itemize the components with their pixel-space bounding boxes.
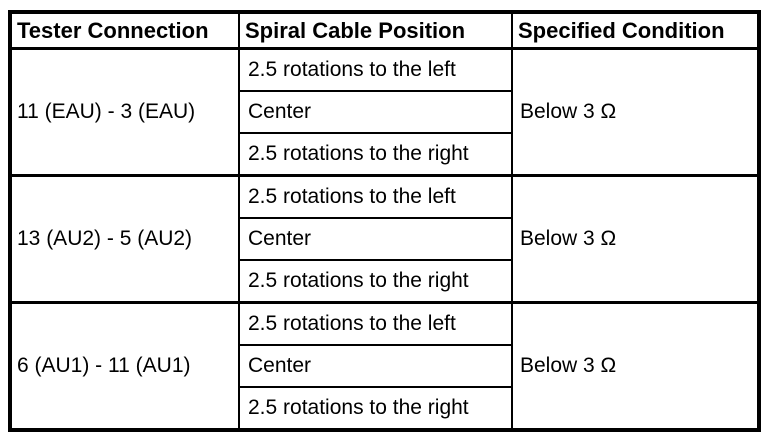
position-cell: Center [238, 217, 513, 261]
table-row: 6 (AU1) - 11 (AU1) 2.5 rotations to the … [9, 301, 760, 431]
tester-connection-cell: 6 (AU1) - 11 (AU1) [9, 301, 240, 431]
group-au2: 13 (AU2) - 5 (AU2) 2.5 rotations to the … [9, 174, 760, 304]
table-row: 2.5 rotations to the right [10, 386, 759, 431]
position-cell: Center [238, 344, 513, 388]
specified-condition-cell: Below 3 Ω [511, 174, 760, 304]
table-row: Center [10, 217, 759, 261]
specified-condition-cell: Below 3 Ω [511, 301, 760, 431]
table-row: Center [10, 90, 759, 134]
group-au1: 6 (AU1) - 11 (AU1) 2.5 rotations to the … [9, 301, 760, 431]
group-eau: 11 (EAU) - 3 (EAU) 2.5 rotations to the … [9, 47, 760, 177]
table-row: 11 (EAU) - 3 (EAU) 2.5 rotations to the … [9, 47, 760, 177]
specified-condition-cell: Below 3 Ω [511, 47, 760, 177]
header-specified-condition: Specified Condition [511, 11, 760, 50]
header-row: Tester Connection Spiral Cable Position … [9, 11, 760, 50]
table-row: Center [10, 344, 759, 388]
position-cell: 2.5 rotations to the right [238, 259, 513, 304]
spiral-cable-check-table: Tester Connection Spiral Cable Position … [8, 10, 761, 432]
table-row: 2.5 rotations to the right [10, 259, 759, 304]
position-cell: 2.5 rotations to the left [238, 174, 513, 219]
position-cell: Center [238, 90, 513, 134]
tester-connection-cell: 13 (AU2) - 5 (AU2) [9, 174, 240, 304]
position-cell: 2.5 rotations to the right [238, 132, 513, 177]
position-cell: 2.5 rotations to the left [238, 301, 513, 346]
tester-connection-cell: 11 (EAU) - 3 (EAU) [9, 47, 240, 177]
header-tester-connection: Tester Connection [9, 11, 240, 50]
table-row: 13 (AU2) - 5 (AU2) 2.5 rotations to the … [9, 174, 760, 304]
header-spiral-cable-position: Spiral Cable Position [238, 11, 513, 50]
table-row: 2.5 rotations to the right [10, 132, 759, 177]
position-cell: 2.5 rotations to the right [238, 386, 513, 431]
position-cell: 2.5 rotations to the left [238, 47, 513, 92]
